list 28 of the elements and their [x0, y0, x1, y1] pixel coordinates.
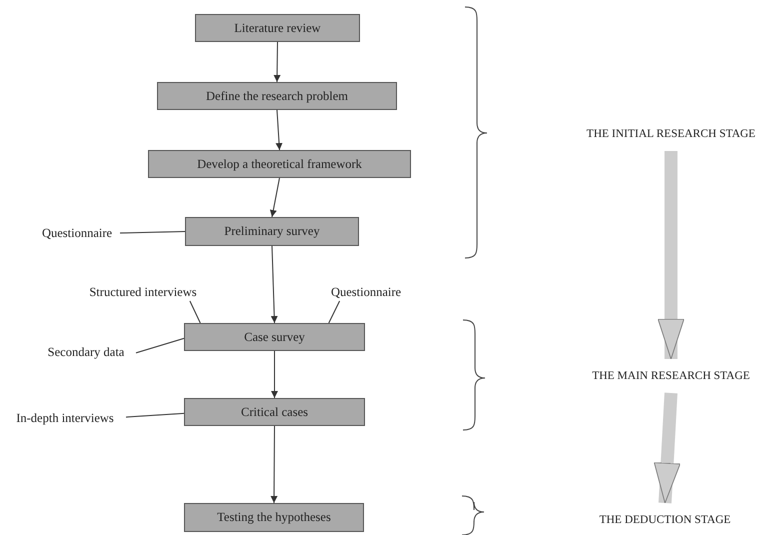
method-label: In-depth interviews: [16, 410, 114, 426]
arrow: [270, 426, 278, 504]
process-box: Literature review: [195, 14, 360, 42]
stage-label: THE DEDUCTION STAGE: [599, 514, 731, 526]
method-label: Structured interviews: [89, 284, 197, 300]
block-arrow: [653, 392, 680, 504]
arrow: [276, 110, 283, 150]
arrow: [274, 42, 281, 82]
method-label: Questionnaire: [42, 226, 112, 240]
arrow: [270, 178, 280, 218]
stage-label: THE INITIAL RESEARCH STAGE: [586, 128, 756, 140]
leader-line: [189, 300, 201, 324]
method-label: Secondary data: [48, 344, 124, 360]
arrow: [271, 350, 278, 398]
process-box: Define the research problem: [157, 82, 397, 110]
leader-line: [328, 300, 340, 324]
process-box: Testing the hypotheses: [184, 503, 364, 532]
leader-line: [136, 338, 184, 354]
stage-label: THE MAIN RESEARCH STAGE: [592, 370, 750, 382]
method-label: Questionnaire: [330, 284, 402, 300]
process-box: Case survey: [184, 323, 365, 351]
process-box: Critical cases: [184, 398, 365, 426]
arrow: [270, 246, 278, 324]
block-arrow: [658, 151, 684, 360]
leader-line: [126, 412, 184, 418]
process-box: Preliminary survey: [185, 217, 359, 246]
process-box: Develop a theoretical framework: [148, 150, 411, 178]
leader-line: [120, 231, 186, 234]
